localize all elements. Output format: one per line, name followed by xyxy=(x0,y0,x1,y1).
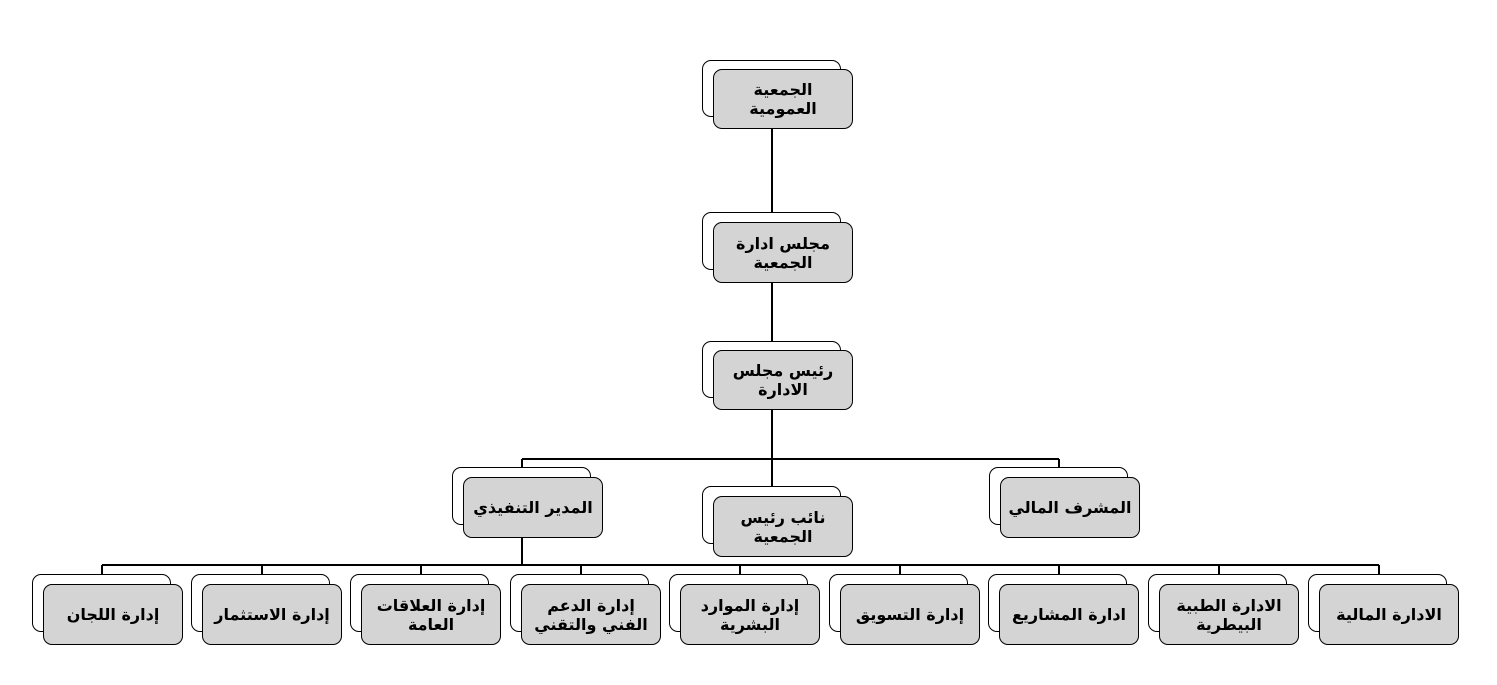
node-label: الادارة المالية xyxy=(1336,605,1442,624)
node-box: الادارة المالية xyxy=(1319,584,1459,645)
node-dept-committees: إدارة اللجان xyxy=(32,574,184,645)
node-box: إدارة الموارد البشرية xyxy=(680,584,820,645)
node-box: المشرف المالي xyxy=(1000,477,1140,538)
node-dept-technical-support: إدارة الدعم الفني والتقني xyxy=(510,574,662,645)
node-box: إدارة التسويق xyxy=(840,584,980,645)
node-label: ادارة المشاريع xyxy=(1011,605,1127,624)
node-chairman: رئيس مجلس الادارة xyxy=(702,341,854,411)
node-box: نائب رئيس الجمعية xyxy=(713,496,853,557)
node-box: الادارة الطبية البيطرية xyxy=(1159,584,1299,645)
node-label: إدارة الاستثمار xyxy=(214,605,330,624)
node-label: رئيس مجلس الادارة xyxy=(732,361,834,399)
node-executive-director: المدير التنفيذي xyxy=(452,467,603,538)
node-dept-veterinary: الادارة الطبية البيطرية xyxy=(1148,574,1300,645)
node-box: إدارة الاستثمار xyxy=(202,584,342,645)
node-label: إدارة الموارد البشرية xyxy=(700,595,800,634)
node-box: الجمعية العمومية xyxy=(713,69,853,129)
node-dept-projects: ادارة المشاريع xyxy=(988,574,1140,645)
node-box: رئيس مجلس الادارة xyxy=(713,350,853,410)
node-label: إدارة اللجان xyxy=(66,605,160,624)
node-box: إدارة اللجان xyxy=(43,584,183,645)
node-dept-finance: الادارة المالية xyxy=(1308,574,1460,645)
node-label: الجمعية العمومية xyxy=(749,80,817,118)
node-label: إدارة العلاقات العامة xyxy=(376,595,486,634)
node-box: ادارة المشاريع xyxy=(999,584,1139,645)
node-box: المدير التنفيذي xyxy=(463,477,603,538)
node-general-assembly: الجمعية العمومية xyxy=(702,60,854,130)
node-box: إدارة الدعم الفني والتقني xyxy=(521,584,661,645)
node-label: إدارة التسويق xyxy=(855,605,965,624)
node-financial-supervisor: المشرف المالي xyxy=(989,467,1141,538)
node-label: المدير التنفيذي xyxy=(473,498,593,517)
node-dept-human-resources: إدارة الموارد البشرية xyxy=(669,574,821,645)
node-dept-investment: إدارة الاستثمار xyxy=(191,574,343,645)
node-label: إدارة الدعم الفني والتقني xyxy=(534,595,648,634)
node-dept-marketing: إدارة التسويق xyxy=(829,574,981,645)
node-board: مجلس ادارة الجمعية xyxy=(702,212,854,283)
node-label: نائب رئيس الجمعية xyxy=(740,507,826,546)
node-box: مجلس ادارة الجمعية xyxy=(713,222,853,283)
node-dept-public-relations: إدارة العلاقات العامة xyxy=(350,574,502,645)
node-label: مجلس ادارة الجمعية xyxy=(736,233,830,272)
node-label: الادارة الطبية البيطرية xyxy=(1176,595,1282,634)
node-box: إدارة العلاقات العامة xyxy=(361,584,501,645)
node-vice-president: نائب رئيس الجمعية xyxy=(702,486,854,557)
node-label: المشرف المالي xyxy=(1008,498,1132,517)
